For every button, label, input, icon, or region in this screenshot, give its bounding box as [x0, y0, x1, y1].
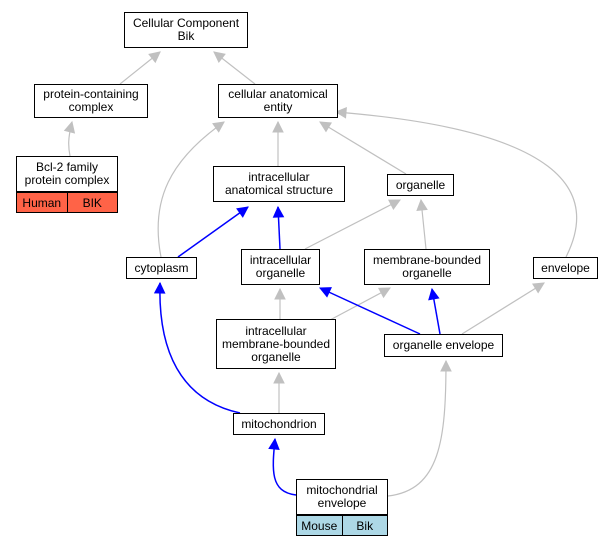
arrowhead: [532, 282, 545, 294]
arrowhead: [319, 121, 332, 133]
edge-intracellular-membrane-bounded-organelle-to-membrane-bounded-organelle: [329, 287, 391, 321]
arrowhead: [274, 287, 286, 300]
node-envelope[interactable]: envelope: [533, 257, 598, 279]
edge-intracellular-organelle-to-organelle: [304, 199, 401, 250]
node-mitochondrial-envelope[interactable]: mitochondrial envelope: [296, 479, 388, 515]
annotation-mitochondrial-envelope: Mouse Bik: [296, 515, 388, 536]
edge-organelle-to-cellular-anatomical-entity: [319, 121, 407, 175]
node-protein-containing-complex[interactable]: protein-containing complex: [34, 84, 148, 118]
annotation-bcl2: Human BIK: [16, 192, 118, 213]
node-organelle[interactable]: organelle: [387, 174, 454, 196]
edge-organelle-envelope-to-intracellular-organelle: [319, 287, 421, 335]
arrowhead: [63, 120, 76, 134]
edge-mitochondrial-envelope-to-organelle-envelope: [387, 360, 447, 497]
arrowhead: [272, 205, 285, 218]
arrowhead: [440, 359, 452, 372]
arrowhead: [153, 281, 166, 294]
node-cellular-component-bik[interactable]: Cellular Component Bik: [124, 12, 248, 48]
node-intracellular-anatomical-structure[interactable]: intracellular anatomical structure: [213, 166, 345, 202]
node-bcl-2-family-protein-complex[interactable]: Bcl-2 family protein complex: [16, 156, 118, 192]
annotation-species: Mouse: [301, 518, 338, 533]
arrowhead: [236, 206, 249, 218]
arrowhead: [212, 121, 225, 133]
arrowhead: [378, 287, 391, 299]
arrowhead: [273, 371, 285, 384]
arrowhead: [416, 198, 428, 212]
arrowhead: [268, 437, 280, 451]
annotation-gene: BIK: [66, 193, 118, 212]
arrowhead: [428, 287, 440, 301]
node-intracellular-organelle[interactable]: intracellular organelle: [241, 249, 320, 285]
annotation-species: Human: [22, 195, 62, 210]
node-membrane-bounded-organelle[interactable]: membrane-bounded organelle: [364, 249, 490, 285]
arrowhead: [272, 120, 284, 133]
node-organelle-envelope[interactable]: organelle envelope: [384, 334, 503, 357]
arrowhead: [388, 199, 401, 210]
node-cytoplasm[interactable]: cytoplasm: [126, 257, 197, 279]
arrowhead: [213, 51, 226, 64]
arrowhead: [318, 287, 332, 298]
edge-mitochondrion-to-cytoplasm: [159, 282, 241, 414]
arrowhead: [334, 107, 347, 119]
edge-cytoplasm-to-cellular-anatomical-entity: [157, 121, 225, 258]
node-mitochondrion[interactable]: mitochondrion: [233, 413, 325, 435]
node-intracellular-membrane-bounded-organelle[interactable]: intracellular membrane-bounded organelle: [216, 319, 336, 369]
edge-organelle-envelope-to-envelope: [461, 282, 545, 335]
edge-envelope-to-cellular-anatomical-entity: [335, 111, 578, 258]
arrowhead: [148, 51, 161, 64]
edge-cytoplasm-to-intracellular-anatomical-structure: [177, 206, 249, 258]
node-cellular-anatomical-entity[interactable]: cellular anatomical entity: [218, 84, 338, 118]
annotation-gene: Bik: [341, 516, 388, 535]
